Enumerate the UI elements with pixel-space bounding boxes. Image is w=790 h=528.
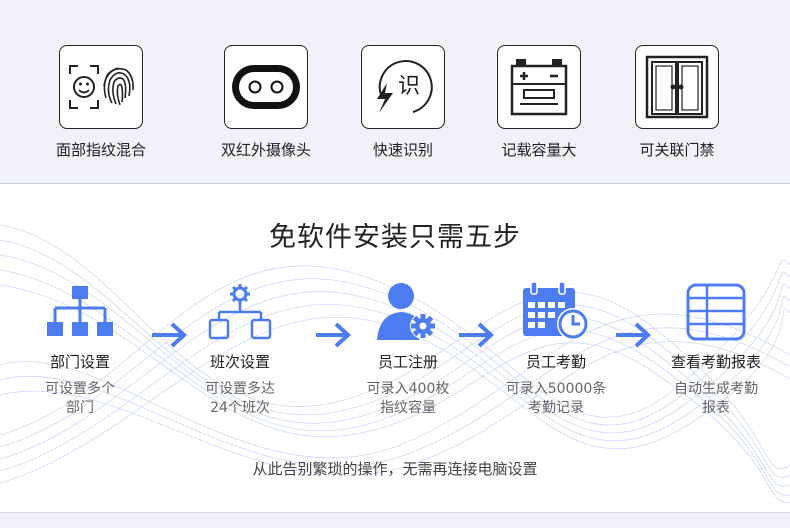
step-name: 查看考勤报表 <box>670 353 761 371</box>
steps-footer-text: 从此告别繁琐的操作，无需再连接电脑设置 <box>252 460 538 478</box>
step-shift: 班次设置 可设置多达 24个班次 <box>170 281 310 418</box>
step-desc-line2: 指纹容量 <box>380 400 436 416</box>
door-access-icon <box>635 45 719 129</box>
step-desc-line1: 可设置多达 <box>205 381 275 397</box>
feature-face-fingerprint: 面部指纹混合 <box>46 45 156 160</box>
arrow-right-icon <box>152 322 187 348</box>
shift-settings-icon <box>200 281 280 343</box>
bottom-divider <box>0 512 790 528</box>
feature-label: 可关联门禁 <box>639 141 715 159</box>
step-department: 部门设置 可设置多个 部门 <box>10 281 150 418</box>
fast-recognition-icon: 识 <box>361 45 445 129</box>
step-name: 班次设置 <box>209 353 270 371</box>
step-desc-line2: 报表 <box>702 400 730 416</box>
step-desc-line2: 24个班次 <box>210 400 270 416</box>
step-desc-line2: 部门 <box>66 400 94 416</box>
steps-title: 免软件安装只需五步 <box>269 222 521 253</box>
large-capacity-icon <box>497 45 581 129</box>
calendar-clock-icon <box>516 281 596 343</box>
arrow-right-icon <box>616 322 651 348</box>
feature-dual-camera: 双红外摄像头 <box>211 45 321 160</box>
step-attendance: 员工考勤 可录入50000条 考勤记录 <box>486 281 626 418</box>
step-desc-line1: 可录入400枚 <box>366 381 450 397</box>
step-name: 部门设置 <box>49 353 110 371</box>
feature-fast-recognition: 识 快速识别 <box>348 45 458 160</box>
arrow-right-icon <box>459 322 494 348</box>
step-desc-line1: 可录入50000条 <box>505 381 607 397</box>
feature-strip: 面部指纹混合 双红外摄像头 识 快速识别 <box>0 0 790 184</box>
step-report: 查看考勤报表 自动生成考勤 报表 <box>646 281 786 418</box>
step-name: 员工考勤 <box>525 353 586 371</box>
step-register: 员工注册 可录入400枚 指纹容量 <box>338 281 478 418</box>
step-desc-line2: 考勤记录 <box>528 400 584 416</box>
dual-camera-icon <box>224 45 308 129</box>
feature-door-access: 可关联门禁 <box>622 45 732 160</box>
feature-label: 记载容量大 <box>501 141 577 159</box>
face-fingerprint-icon <box>59 45 143 129</box>
feature-label: 双红外摄像头 <box>220 141 311 159</box>
org-chart-icon <box>40 281 120 343</box>
report-table-icon <box>676 281 756 343</box>
user-gear-icon <box>368 281 448 343</box>
feature-label: 快速识别 <box>372 141 433 159</box>
feature-label: 面部指纹混合 <box>55 141 146 159</box>
step-desc-line1: 可设置多个 <box>45 381 115 397</box>
step-desc-line1: 自动生成考勤 <box>674 381 758 397</box>
arrow-right-icon <box>316 322 351 348</box>
wave-background <box>0 224 790 504</box>
steps-section: 免软件安装只需五步 部门设置 可设置多个 部门 <box>0 185 790 528</box>
step-name: 员工注册 <box>377 353 438 371</box>
svg-text:识: 识 <box>398 74 420 99</box>
feature-large-capacity: 记载容量大 <box>484 45 594 160</box>
